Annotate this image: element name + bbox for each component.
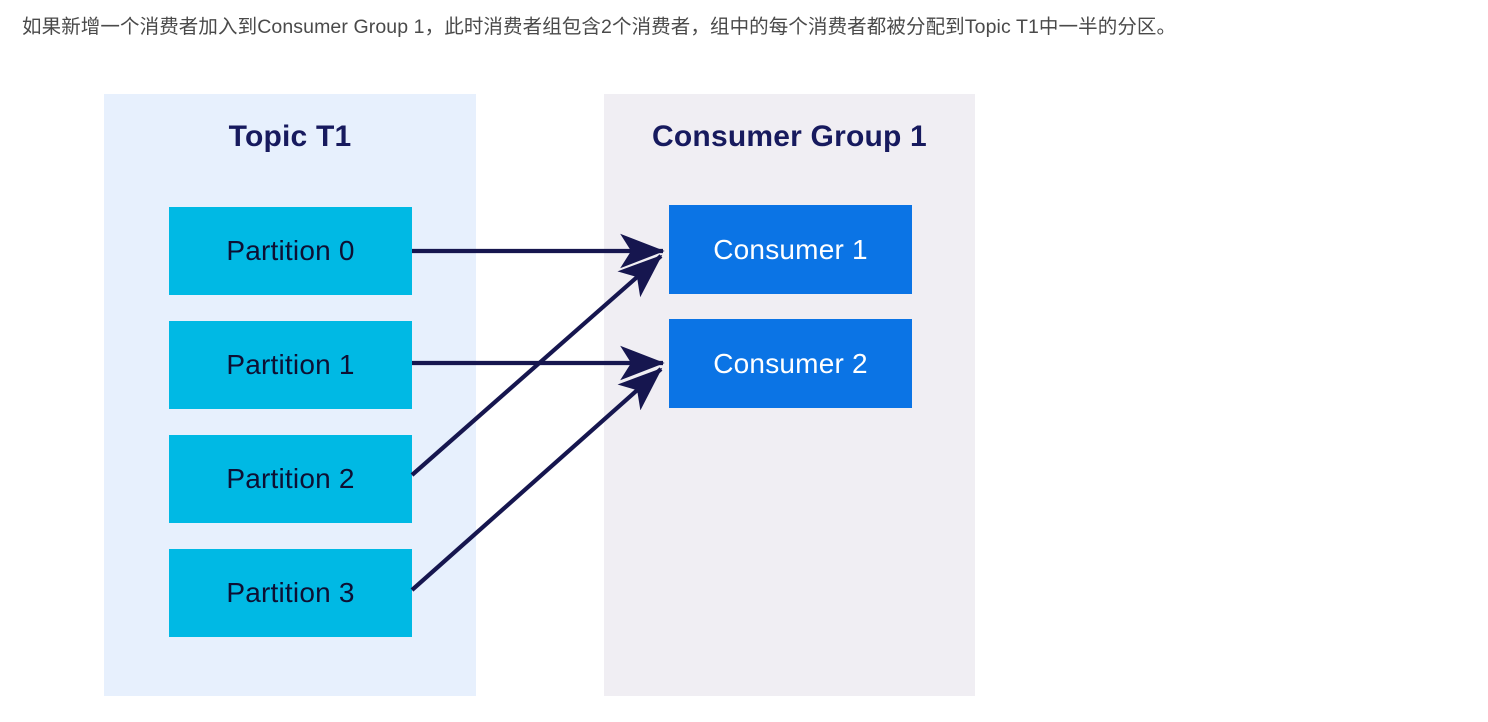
partition-box-3[interactable]: Partition 3 <box>169 549 412 637</box>
partition-box-2[interactable]: Partition 2 <box>169 435 412 523</box>
consumer-group-panel-title: Consumer Group 1 <box>652 120 927 153</box>
partition-box-0[interactable]: Partition 0 <box>169 207 412 295</box>
consumer-box-1[interactable]: Consumer 1 <box>669 205 912 294</box>
consumer-group-panel: Consumer Group 1 Consumer 1 Consumer 2 <box>604 94 975 696</box>
consumer-box-2[interactable]: Consumer 2 <box>669 319 912 408</box>
caption-text: 如果新增一个消费者加入到Consumer Group 1，此时消费者组包含2个消… <box>22 16 1177 38</box>
topic-panel: Topic T1 Partition 0 Partition 1 Partiti… <box>104 94 476 696</box>
partition-box-1[interactable]: Partition 1 <box>169 321 412 409</box>
topic-panel-title: Topic T1 <box>228 120 352 153</box>
